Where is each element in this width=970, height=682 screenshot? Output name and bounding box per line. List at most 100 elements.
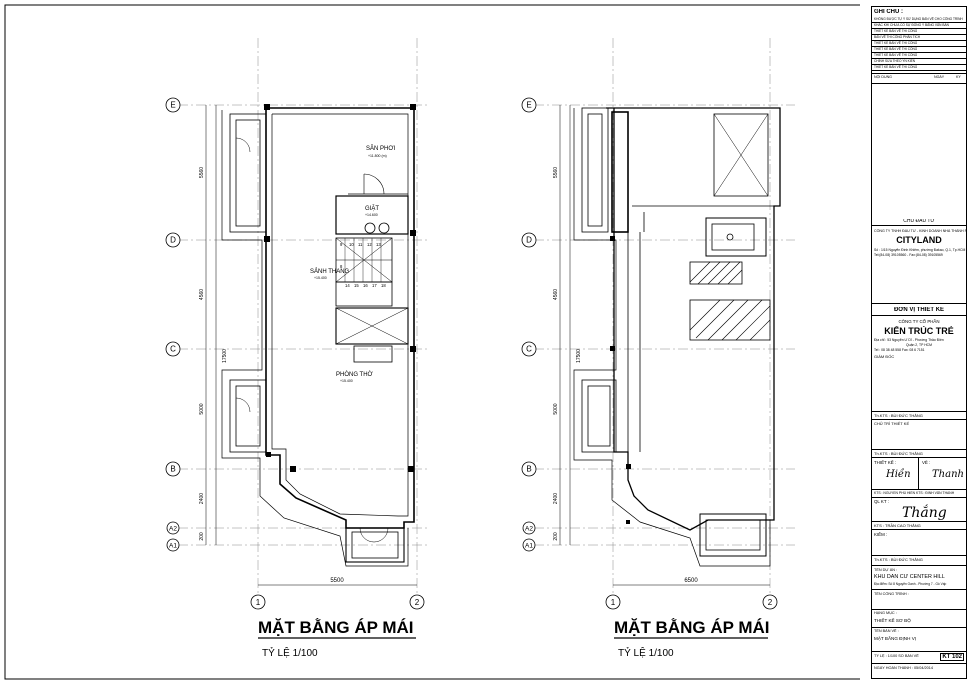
room-phong-tho: PHÒNG THỜ: [336, 371, 373, 378]
grid-row-label: C: [170, 345, 176, 354]
row-dimension: 5000: [553, 403, 559, 414]
room-san-phoi-level: +11.800 (m): [368, 154, 387, 158]
architect-1: Th.KTS : BÙI ĐỨC THẮNG: [874, 413, 923, 418]
room-giat-level: +14.600: [365, 213, 378, 217]
kiem-name: Th.KTS : BÙI ĐỨC THẮNG: [874, 557, 923, 562]
stair-number: 11: [358, 242, 363, 247]
grid-col-bubble: [250, 594, 266, 610]
rev-header-date: NGÀY: [934, 75, 945, 79]
right-title: MẶT BẰNG ÁP MÁI: [614, 618, 770, 637]
sheet-number: KT 102: [940, 653, 964, 661]
grid-row-bubble: [521, 461, 537, 477]
note-line: THIẾT KẾ BẢN VẼ THI CÔNG: [874, 29, 918, 33]
row-dimension: 5000: [199, 403, 205, 414]
grid-row-bubble: [522, 538, 536, 552]
note-line: THIẾT KẾ BẢN VẼ THI CÔNG: [874, 65, 918, 69]
row-dimension: 4560: [553, 289, 559, 300]
plan-titles: MẶT BẰNG ÁP MÁI TỶ LỆ 1/100 MẶT BẰNG ÁP …: [258, 618, 770, 659]
left-plan: [178, 38, 430, 595]
grid-row-bubble: [521, 97, 537, 113]
right-plan: [534, 38, 795, 595]
grid-row-label: C: [526, 345, 532, 354]
designer-label: ĐƠN VỊ THIẾT KẾ: [893, 307, 945, 313]
check-label: QL KT :: [874, 499, 889, 504]
rev-headers: NỘI DUNG NGÀY KÝ: [872, 75, 966, 80]
room-sanh-thang: SẢNH THANG: [310, 268, 350, 275]
architect-2: Th.KTS : BÙI ĐỨC THẮNG: [874, 451, 923, 456]
width-dimension: 6500: [684, 578, 698, 584]
stair-number: 17: [372, 283, 377, 288]
stair-number: 10: [349, 242, 354, 247]
note-line: THIẾT KẾ BẢN VẼ THI CÔNG: [874, 47, 918, 51]
grid-col-bubble: [605, 594, 621, 610]
stair-number: 12: [367, 242, 372, 247]
title-block: GHI CHÚ : KHÔNG ĐƯỢC TỰ Ý SỬ DỤNG BẢN VẼ…: [871, 6, 967, 679]
rev-header-sign: KÝ: [956, 75, 961, 79]
row-dimension: 200: [199, 532, 205, 541]
stair-number: 14: [345, 283, 350, 288]
completion-date: NGÀY HOÀN THÀNH : 05/04/2014: [874, 666, 933, 670]
note-line: BẢN VẼ THI CÔNG PHÂN TÍCH: [874, 35, 921, 39]
design-names: KTS : NGUYỄN PHÚ HIỂN KTS : ĐINH VĂN THA…: [874, 491, 955, 495]
note-line: THIẾT KẾ BẢN VẼ THI CÔNG: [874, 53, 918, 57]
design-label: THIẾT KẾ :: [874, 460, 897, 465]
grid-row-label: B: [526, 465, 531, 474]
check-name: KTS : TRẦN CAO THẮNG: [874, 523, 921, 528]
grid-row-bubble: [166, 538, 180, 552]
owner-company: CÔNG TY TNHH ĐẦU TƯ - KINH DOANH NHÀ THÀ…: [874, 229, 966, 233]
stair-number: 13: [376, 242, 381, 247]
grid-row-label: D: [170, 236, 176, 245]
stair-number: 8: [340, 264, 343, 269]
row-dimension: 2400: [199, 493, 205, 504]
rev-header-content: NỘI DUNG: [874, 75, 892, 79]
notes-title: GHI CHÚ :: [874, 9, 903, 15]
grid-row-label: A1: [169, 543, 177, 550]
right-scale: TỶ LỆ 1/100: [618, 646, 674, 659]
grid-row-bubble: [165, 461, 181, 477]
row-dimension: 2400: [553, 493, 559, 504]
director-label: GIÁM ĐỐC: [874, 354, 895, 359]
plan-drawings: EDCBA2A1125560456050002400200175005500ED…: [4, 4, 860, 680]
left-scale: TỶ LỆ 1/100: [262, 646, 318, 659]
owner-brand: CITYLAND: [896, 235, 942, 245]
grid-col-label: 1: [256, 598, 261, 607]
row-dimension: 200: [553, 532, 559, 541]
room-sanh-thang-level: +15.400: [314, 276, 327, 280]
grid-row-bubble: [521, 232, 537, 248]
width-dimension: 5500: [330, 578, 344, 584]
row-dimension: 4560: [199, 289, 205, 300]
designer-company: CÔNG TY CỔ PHẦN: [898, 319, 940, 324]
grid-row-label: A2: [525, 526, 533, 533]
stair-number: 16: [363, 283, 368, 288]
project-label: TÊN DỰ ÁN :: [874, 568, 898, 572]
designer-signature: Hiền: [886, 469, 911, 480]
draw-label: VẼ :: [922, 460, 931, 465]
grid-row-label: A2: [169, 526, 177, 533]
room-phong-tho-level: +15.400: [340, 379, 353, 383]
row-dimension: 5560: [553, 167, 559, 178]
architect-1-role: CHỦ TRÌ THIẾT KẾ: [874, 421, 910, 426]
work-label: TÊN CÔNG TRÌNH :: [874, 592, 909, 596]
grid-row-label: B: [170, 465, 175, 474]
owner-phone: Tel:(84-08) 39105560 - Fax:(84-08) 39105…: [874, 253, 943, 257]
stair-number: 9: [340, 242, 343, 247]
total-dimension: 17500: [222, 349, 228, 363]
grid-row-label: D: [526, 236, 532, 245]
project-name: KHU DÂN CƯ CENTER HILL: [874, 574, 945, 580]
grid-col-label: 2: [768, 598, 773, 607]
stair-number: 18: [381, 283, 386, 288]
grid-row-label: E: [170, 101, 175, 110]
owner-label: CHỦ ĐẦU TƯ: [903, 219, 935, 224]
designer-phone: Tel : 08 38 48 558 Fax: 08 6 7151: [874, 348, 925, 352]
row-dimension: 5560: [199, 167, 205, 178]
owner-address: Số : 1/15 Nguyễn Đình Khiêm, phường Đaka…: [874, 248, 966, 252]
total-dimension: 17500: [576, 349, 582, 363]
grid-row-bubble: [165, 232, 181, 248]
grid-row-label: A1: [525, 543, 533, 550]
room-labels: SÂN PHƠI +11.800 (m) GIẶT +14.600 SẢNH T…: [310, 145, 395, 383]
designer-address-2: Quận 2, TP HCM: [906, 343, 932, 347]
left-title: MẶT BẰNG ÁP MÁI: [258, 618, 414, 637]
scale-label: TỶ LỆ : 1/100 SỐ BẢN VẼ: [874, 654, 919, 658]
